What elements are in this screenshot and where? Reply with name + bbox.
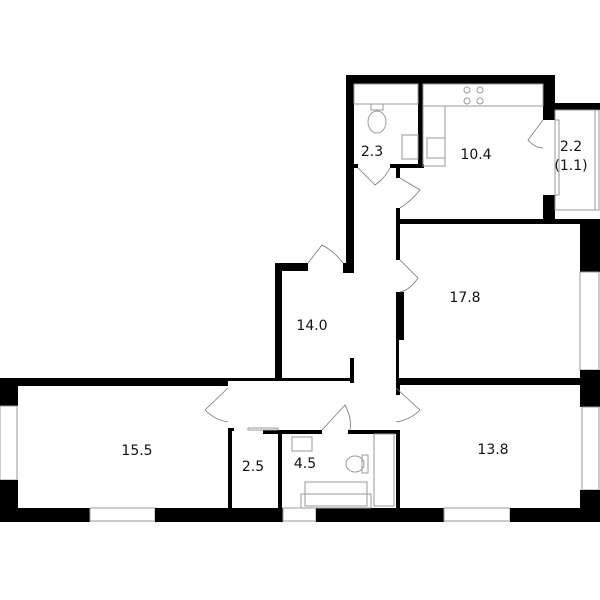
room-area-bedroom-2: 13.8 bbox=[477, 442, 509, 458]
room-area-closet: 2.5 bbox=[241, 459, 265, 475]
sink-icon bbox=[291, 436, 313, 452]
room-area-wc: 2.3 bbox=[360, 144, 384, 160]
room-area-bathroom: 4.5 bbox=[293, 456, 317, 472]
sink-icon bbox=[401, 134, 419, 160]
toilet-icon bbox=[367, 110, 387, 134]
room-reduced-area-balcony: (1.1) bbox=[554, 158, 588, 174]
doors bbox=[204, 119, 544, 431]
bathtub-icon bbox=[300, 493, 372, 509]
walls bbox=[0, 75, 600, 522]
stove-icon bbox=[463, 86, 484, 105]
room-area-kitchen: 10.4 bbox=[460, 147, 492, 163]
room-area-balcony: 2.2 bbox=[559, 139, 583, 155]
room-area-hall: 14.0 bbox=[296, 318, 328, 334]
room-area-living-room: 15.5 bbox=[121, 443, 153, 459]
counter bbox=[422, 83, 544, 107]
fixtures bbox=[291, 83, 544, 509]
kitchen-sink-icon bbox=[426, 137, 446, 159]
toilet-icon bbox=[345, 455, 365, 473]
room-area-bedroom-1: 17.8 bbox=[449, 290, 481, 306]
